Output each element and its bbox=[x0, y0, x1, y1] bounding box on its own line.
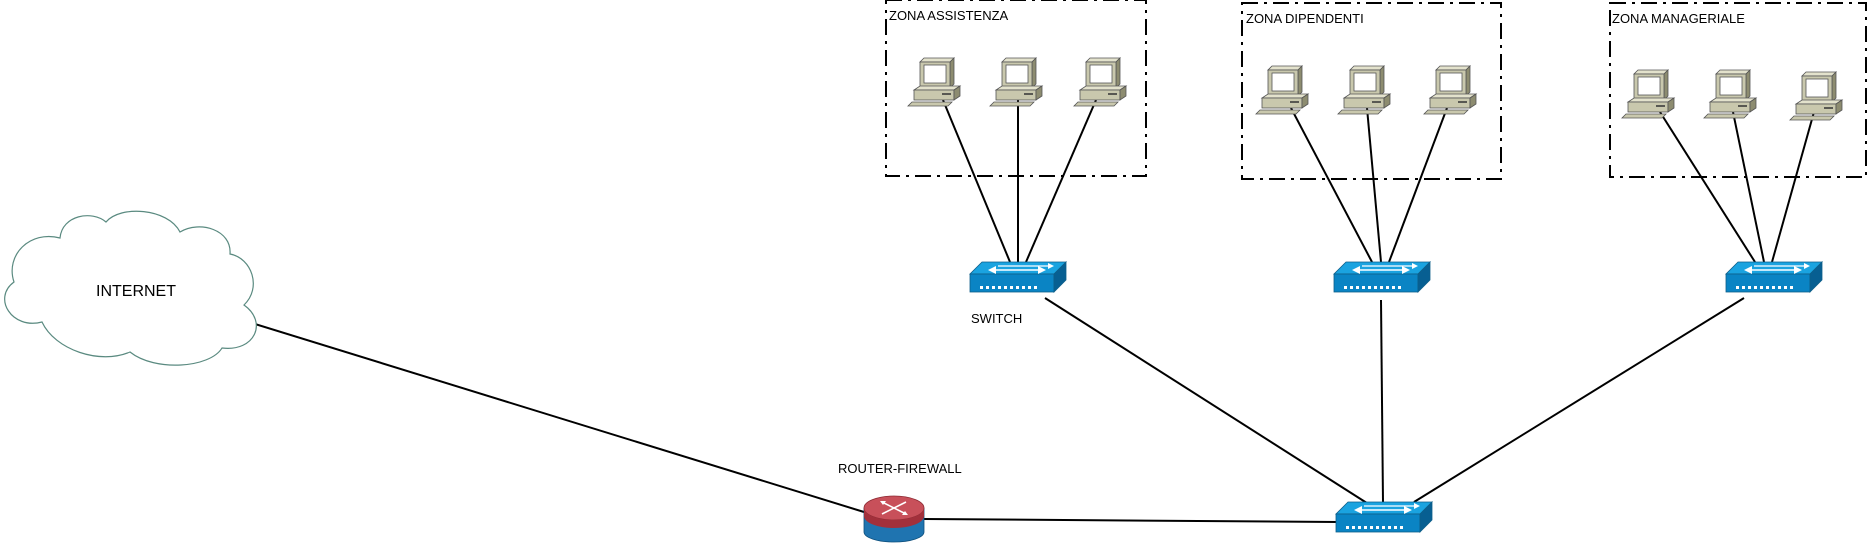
zone-label: ZONA DIPENDENTI bbox=[1246, 11, 1364, 26]
internet-label: INTERNET bbox=[96, 283, 176, 300]
zone-dipendenti: ZONA DIPENDENTI bbox=[1241, 2, 1502, 180]
switch-icon-assistenza bbox=[969, 261, 1067, 293]
zone-assistenza: ZONA ASSISTENZA bbox=[885, 0, 1147, 177]
link-core-switch-right bbox=[1413, 297, 1745, 503]
core-switch-icon bbox=[1335, 501, 1433, 533]
pc-icon bbox=[1073, 57, 1127, 107]
router-firewall-icon bbox=[863, 495, 925, 543]
router-label: ROUTER-FIREWALL bbox=[838, 461, 962, 476]
pc-icon bbox=[1337, 65, 1391, 115]
zone-manageriale: ZONA MANAGERIALE bbox=[1609, 2, 1867, 178]
switch-label: SWITCH bbox=[971, 311, 1022, 326]
pc-icon bbox=[907, 57, 961, 107]
switch-icon-dipendenti bbox=[1333, 261, 1431, 293]
zone-border bbox=[1241, 2, 1502, 180]
pc-icon bbox=[989, 57, 1043, 107]
pc-icon bbox=[1789, 71, 1843, 121]
zone-label: ZONA MANAGERIALE bbox=[1612, 11, 1745, 26]
zone-border bbox=[1609, 2, 1867, 178]
link-router-core-switch bbox=[923, 518, 1339, 523]
zone-label: ZONA ASSISTENZA bbox=[889, 8, 1009, 23]
zone-border bbox=[885, 0, 1147, 177]
link-internet-router bbox=[241, 319, 865, 513]
link-core-switch-left bbox=[1044, 297, 1371, 506]
pc-icon bbox=[1423, 65, 1477, 115]
pc-icon bbox=[1255, 65, 1309, 115]
switch-icon-manageriale bbox=[1725, 261, 1823, 293]
pc-icon bbox=[1703, 69, 1757, 119]
connections bbox=[241, 99, 1815, 523]
internet-cloud-icon: INTERNET bbox=[4, 210, 257, 366]
link-core-switch-mid bbox=[1380, 299, 1384, 504]
pc-icon bbox=[1621, 69, 1675, 119]
